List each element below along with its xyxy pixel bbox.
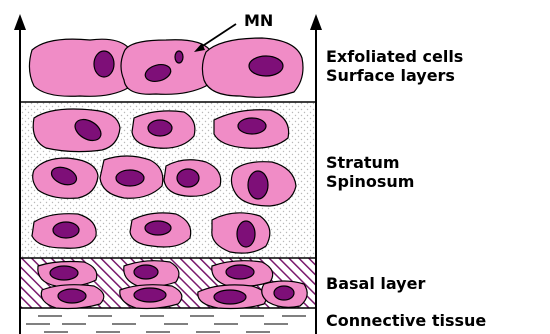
- nucleus: [248, 171, 268, 199]
- surface-label-line1: Exfoliated cells: [326, 47, 463, 66]
- nucleus: [238, 118, 266, 134]
- nucleus: [226, 265, 254, 279]
- nucleus: [94, 51, 114, 77]
- connective-tissue-fibers: [26, 316, 306, 332]
- nucleus: [274, 286, 294, 300]
- nucleus: [237, 221, 255, 247]
- surface-cell: [29, 39, 133, 96]
- surface-label-line2: Surface layers: [326, 66, 455, 85]
- mn-label: MN: [244, 11, 273, 30]
- arrow-up-icon: [310, 14, 322, 30]
- basal-layer-label: Basal layer: [326, 274, 425, 293]
- nucleus: [116, 170, 144, 186]
- nucleus: [249, 56, 283, 76]
- micronucleus: [175, 51, 183, 63]
- nucleus: [177, 169, 199, 187]
- nucleus: [53, 222, 79, 238]
- nucleus: [214, 290, 246, 304]
- surface-cells: [29, 38, 303, 97]
- spinosum-label-line2: Spinosum: [326, 172, 414, 191]
- nucleus: [148, 120, 172, 136]
- connective-tissue-label: Connective tissue: [326, 311, 486, 330]
- nucleus: [58, 289, 86, 303]
- nucleus: [134, 288, 166, 302]
- nucleus: [50, 266, 78, 280]
- arrow-up-icon: [14, 14, 26, 30]
- spinosum-label-line1: Stratum: [326, 153, 400, 172]
- spinosum-cells: [32, 109, 296, 253]
- nucleus: [145, 221, 171, 235]
- nucleus: [134, 265, 158, 279]
